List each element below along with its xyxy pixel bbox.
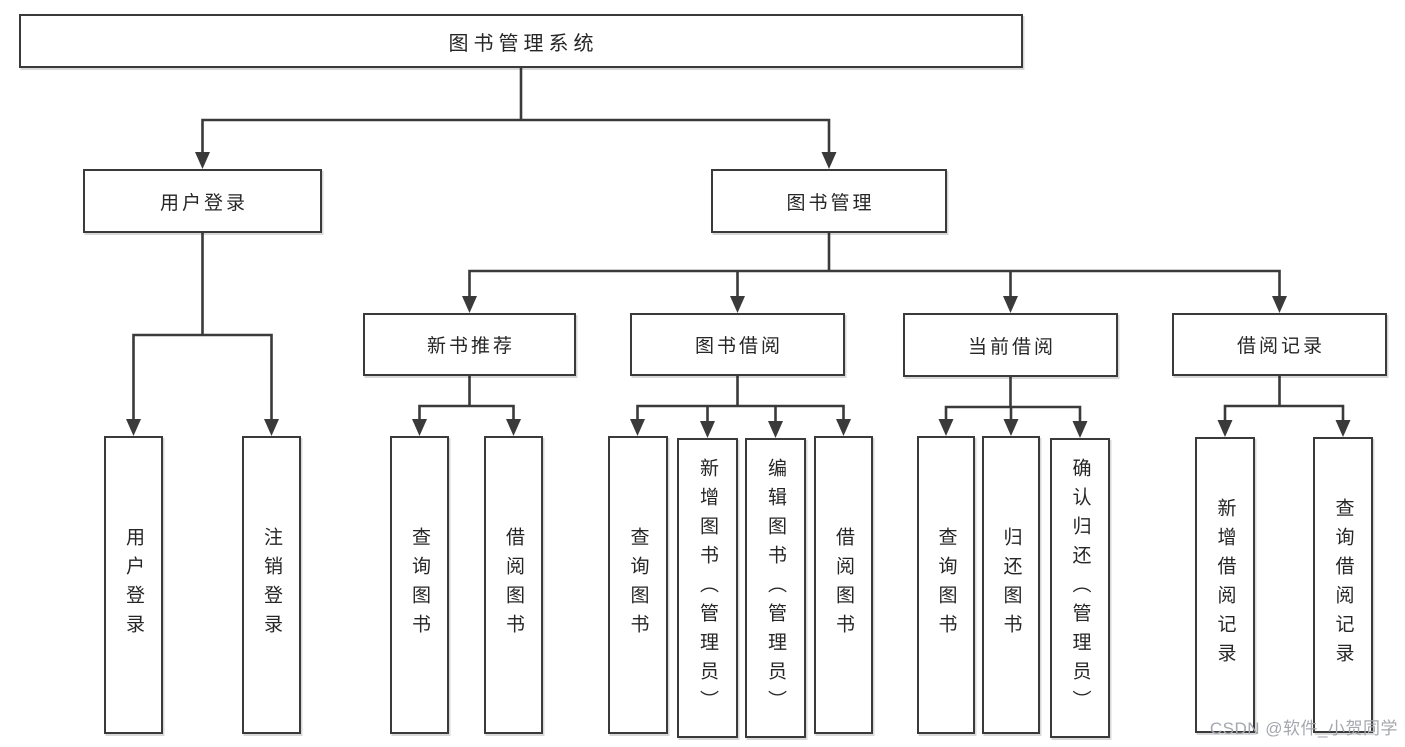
node-current-borrowing-label: 当前借阅: [967, 336, 1056, 358]
node-book-management-label: 图书管理: [786, 192, 875, 214]
leaf-query-books-recommend: 查询图书: [390, 436, 449, 734]
leaf-borrow-books-label: 借阅图书: [833, 527, 854, 643]
leaf-add-book-admin: 新增图书（管理员）: [677, 438, 738, 738]
connector-lines: [132, 66, 1345, 424]
node-library-system-label: 图书管理系统: [448, 32, 599, 55]
leaf-confirm-return-admin-label: 确认归还（管理员）: [1069, 457, 1091, 719]
node-library-system: 图书管理系统: [19, 14, 1023, 68]
leaf-borrow-books: 借阅图书: [814, 436, 873, 734]
node-borrowing-records: 借阅记录: [1172, 313, 1387, 376]
leaf-query-books-borrowing-label: 查询图书: [627, 527, 649, 643]
node-new-book-recommend-label: 新书推荐: [426, 336, 515, 357]
leaf-query-books-current-label: 查询图书: [935, 527, 957, 643]
leaf-add-borrow-record: 新增借阅记录: [1195, 437, 1255, 733]
leaf-edit-book-admin: 编辑图书（管理员）: [745, 438, 806, 738]
leaf-return-book-label: 归还图书: [1000, 527, 1022, 643]
leaf-user-login-label: 用户登录: [123, 527, 144, 643]
node-book-borrowing: 图书借阅: [630, 313, 845, 376]
node-new-book-recommend: 新书推荐: [363, 313, 576, 376]
node-book-borrowing-label: 图书借阅: [694, 336, 783, 357]
node-user-login-label: 用户登录: [159, 192, 248, 214]
leaf-logout-label: 注销登录: [261, 527, 282, 643]
leaf-add-book-admin-label: 新增图书（管理员）: [697, 457, 718, 719]
node-user-login: 用户登录: [83, 169, 322, 233]
node-current-borrowing: 当前借阅: [903, 313, 1118, 377]
leaf-query-books-recommend-label: 查询图书: [409, 527, 430, 643]
arrowheads: [126, 152, 1351, 438]
node-book-management: 图书管理: [711, 169, 947, 233]
leaf-user-login: 用户登录: [104, 436, 163, 734]
leaf-query-books-borrowing: 查询图书: [608, 436, 668, 734]
leaf-query-borrow-record: 查询借阅记录: [1313, 437, 1373, 733]
leaf-confirm-return-admin: 确认归还（管理员）: [1050, 438, 1110, 738]
node-borrowing-records-label: 借阅记录: [1236, 336, 1325, 357]
leaf-edit-book-admin-label: 编辑图书（管理员）: [765, 457, 786, 719]
leaf-query-borrow-record-label: 查询借阅记录: [1332, 498, 1354, 672]
leaf-borrow-books-recommend-label: 借阅图书: [503, 527, 524, 643]
watermark: CSDN @软件_小贺同学: [1209, 719, 1398, 738]
leaf-query-books-current: 查询图书: [917, 436, 975, 734]
leaf-borrow-books-recommend: 借阅图书: [484, 436, 543, 734]
leaf-logout: 注销登录: [242, 436, 301, 734]
leaf-add-borrow-record-label: 新增借阅记录: [1214, 498, 1236, 672]
leaf-return-book: 归还图书: [982, 436, 1040, 734]
